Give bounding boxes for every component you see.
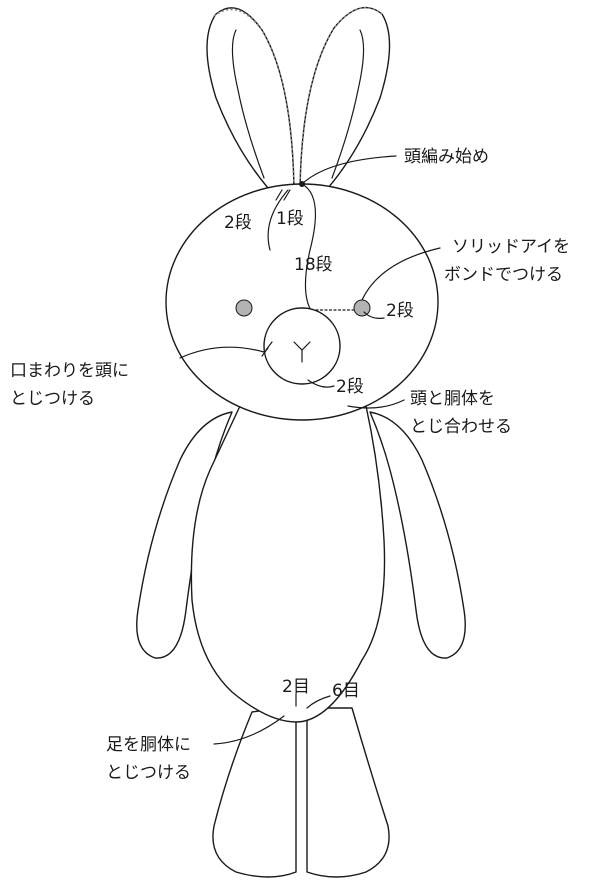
left-leg <box>212 705 297 878</box>
label-mouth-row: 2段 <box>336 377 364 397</box>
leader-leg <box>213 715 285 745</box>
label-stitch-6: 6目 <box>332 681 360 701</box>
left-eye <box>235 299 253 317</box>
body <box>190 403 386 723</box>
leader-eye <box>361 247 441 301</box>
right-arm <box>369 411 466 659</box>
label-neck-line2: とじ合わせる <box>410 417 512 437</box>
label-mouth-line2: とじつける <box>10 389 95 409</box>
right-leg <box>306 707 390 878</box>
muzzle <box>261 307 341 385</box>
label-head-start: 頭編み始め <box>404 147 489 167</box>
leader-neck <box>347 399 405 409</box>
leader-mouth-row <box>307 379 335 388</box>
label-mouth-line1: 口まわりを頭に <box>10 361 129 381</box>
label-leg-line2: とじつける <box>106 763 191 783</box>
right-eye <box>353 299 371 317</box>
label-row1-top: 1段 <box>276 209 304 229</box>
head <box>165 181 439 421</box>
leader-head-start <box>301 155 397 185</box>
label-row2-top: 2段 <box>224 213 252 233</box>
leader-stitch-6 <box>306 695 331 709</box>
leader-eye-row <box>363 311 385 319</box>
label-eye-line1: ソリッドアイを <box>452 237 570 257</box>
label-stitch-2: 2目 <box>282 677 310 697</box>
label-leg-line1: 足を胴体に <box>106 735 191 755</box>
right-ear <box>299 6 391 189</box>
label-eye-row: 2段 <box>386 301 414 321</box>
label-neck-line1: 頭と胴体を <box>410 389 495 409</box>
leader-mouth <box>179 346 265 359</box>
left-ear <box>206 7 295 189</box>
label-eye-line2: ボンドでつける <box>444 265 563 285</box>
label-row18: 18段 <box>294 255 333 275</box>
